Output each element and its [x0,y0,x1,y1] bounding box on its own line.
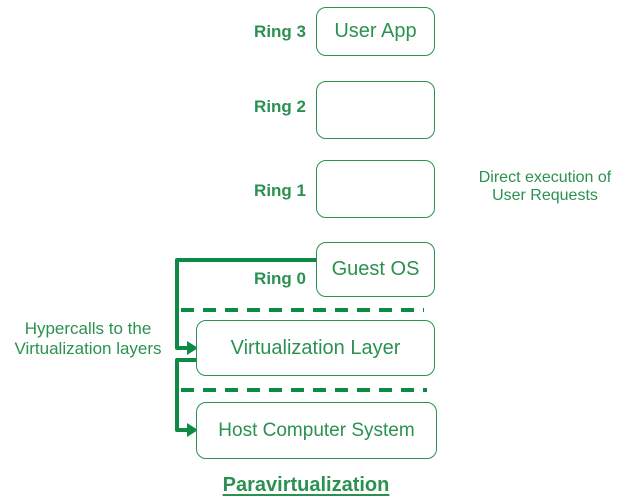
privilege-boundary-dashed-line-upper [181,308,424,312]
hypercalls-annotation-line1: Hypercalls to the [24,319,152,338]
direct-execution-annotation-line2: User Requests [492,187,598,204]
virtualization-layer-to-host-connector [175,358,196,432]
hypercalls-annotation-line2: Virtualization layers [14,339,162,358]
ring2-label: Ring 2 [254,97,306,116]
diagram-title: Paravirtualization [222,474,390,496]
ring2-empty-box [316,81,435,139]
ring3-label: Ring 3 [254,22,306,41]
hypercalls-annotation: Hypercalls to the Virtualization layers [0,319,176,359]
virtualization-layer-arrowhead-icon [187,341,198,355]
host-computer-system-box: Host Computer System [196,402,437,459]
user-app-box: User App [316,7,435,56]
direct-execution-annotation-line1: Direct execution of [478,169,612,186]
guest-os-box: Guest OS [316,242,435,297]
privilege-boundary-dashed-line-lower [181,388,427,392]
guest-os-to-virtualization-layer-connector [175,258,316,350]
virtualization-layer-box: Virtualization Layer [196,320,435,376]
ring1-label: Ring 1 [254,181,306,200]
ring0-label: Ring 0 [254,269,306,288]
ring1-empty-box [316,160,435,218]
direct-execution-annotation: Direct execution of User Requests [455,169,631,205]
host-system-arrowhead-icon [187,423,198,437]
